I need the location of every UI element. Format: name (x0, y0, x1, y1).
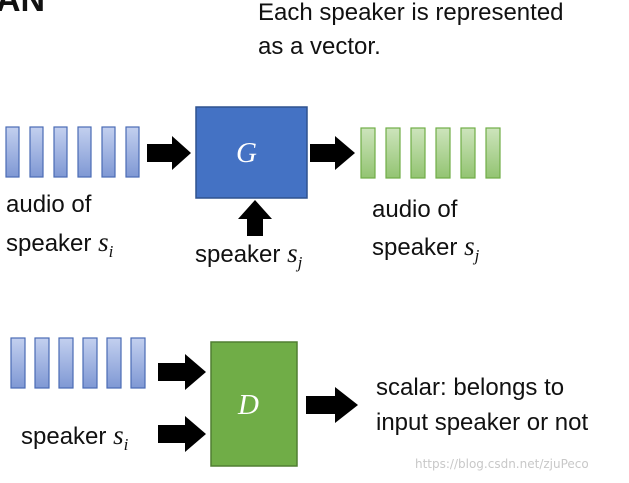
speaker-word: speaker (372, 234, 458, 261)
audio-bar (34, 337, 50, 389)
output-audio-bars (360, 127, 501, 179)
generator-box (195, 106, 308, 199)
audio-bar (435, 127, 451, 179)
vector-note-line-1: Each speaker is represented (258, 0, 564, 26)
audio-bar (77, 126, 92, 178)
up-arrow-icon (238, 200, 272, 236)
audio-bar (10, 337, 26, 389)
discriminator-speaker-caption: speaker si (21, 420, 128, 460)
audio-bar (82, 337, 98, 389)
audio-bar (125, 126, 140, 178)
partial-slide-title: AN (0, 0, 46, 19)
audio-bar (130, 337, 146, 389)
condition-speaker-caption: speaker sj (195, 238, 302, 278)
scalar-output-line-1: scalar: belongs to (376, 374, 565, 401)
right-arrow-icon (310, 136, 355, 170)
right-arrow-icon (158, 354, 206, 390)
right-arrow-icon (158, 416, 206, 452)
discriminator-box (210, 341, 298, 467)
audio-bar (360, 127, 376, 179)
vector-note-line-2: as a vector. (258, 33, 381, 60)
speaker-variable: si (98, 227, 114, 261)
scalar-output-line-2: input speaker or not (376, 409, 589, 436)
speaker-variable: si (113, 420, 129, 454)
speaker-word: speaker (21, 423, 107, 450)
right-arrow-icon (147, 136, 191, 170)
audio-bar (29, 126, 44, 178)
audio-bar (485, 127, 501, 179)
watermark: https://blog.csdn.net/zjuPeco (415, 457, 589, 471)
speaker-variable: sj (287, 238, 303, 272)
speaker-word: speaker (195, 241, 281, 268)
generator-label: G (236, 137, 257, 169)
audio-bar (460, 127, 476, 179)
input-audio-caption: audio of (6, 191, 92, 218)
audio-bar (101, 126, 116, 178)
audio-bar (106, 337, 122, 389)
speaker-word: speaker (6, 230, 92, 257)
input-speaker-caption: speaker si (6, 227, 113, 267)
output-audio-caption: audio of (372, 196, 458, 223)
audio-bar (53, 126, 68, 178)
input-audio-bars (5, 126, 140, 178)
right-arrow-icon (306, 387, 358, 423)
discriminator-label: D (238, 389, 259, 421)
discriminator-audio-bars (10, 337, 146, 389)
audio-bar (5, 126, 20, 178)
output-speaker-caption: speaker sj (372, 231, 479, 271)
audio-bar (410, 127, 426, 179)
audio-bar (58, 337, 74, 389)
speaker-variable: sj (464, 231, 480, 265)
audio-bar (385, 127, 401, 179)
